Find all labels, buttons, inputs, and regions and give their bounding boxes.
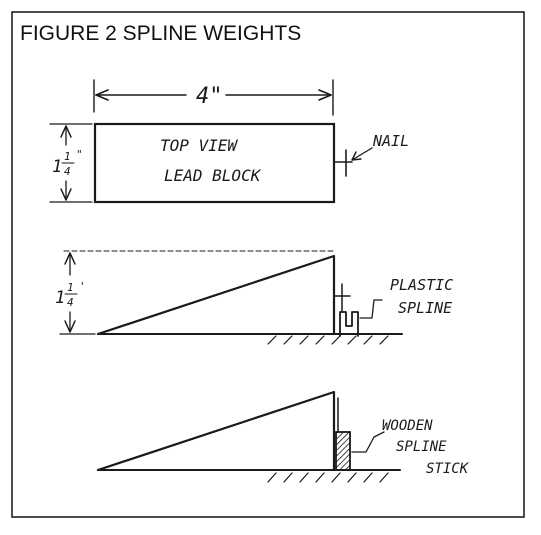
top-height-denominator: 4: [64, 165, 71, 178]
plastic-height-dimension: 1 1 4 ': [55, 252, 96, 335]
figure-frame: [11, 11, 525, 518]
figure-title: FIGURE 2 SPLINE WEIGHTS: [20, 22, 301, 45]
arrow-up-icon: [64, 252, 76, 265]
arrow-down-icon: [60, 188, 72, 201]
top-height-dimension: 1 1 4 ": [49, 123, 93, 203]
wooden-spline-stick-icon: [335, 431, 351, 471]
wooden-label: WOODEN: [382, 418, 433, 434]
plastic-spline-channel-icon: [339, 311, 359, 337]
stick-label: STICK: [426, 461, 470, 477]
plastic-height-whole: 1: [55, 288, 65, 308]
nail-label: NAIL: [372, 132, 409, 150]
plastic-height-inch-mark: ': [79, 280, 86, 293]
arrow-down-icon: [64, 320, 76, 333]
plastic-height-numerator: 1: [67, 281, 74, 294]
nail-pointer-arrow-icon: [351, 151, 362, 161]
plastic-spline-view-group: 1 1 4 ' PLASTIC SPLINE: [55, 250, 453, 345]
top-height-inch-mark: ": [76, 148, 83, 161]
arrow-left-icon: [95, 89, 109, 101]
nail-icon: [333, 147, 373, 177]
top-view-label: TOP VIEW: [160, 136, 238, 155]
top-view-group: 4" TOP VIEW LEAD BLOCK 1 1 4 " NAIL: [49, 79, 409, 204]
arrow-up-icon: [60, 125, 72, 138]
wooden-pointer-line: [351, 431, 385, 453]
plastic-wedge-shape: [96, 254, 336, 336]
width-dimension-label: 4": [196, 84, 223, 109]
plastic-height-denominator: 4: [67, 296, 74, 309]
ground-hatching: [267, 472, 389, 483]
spline-label: SPLINE: [398, 299, 452, 317]
lead-block-label: LEAD BLOCK: [164, 166, 262, 185]
wooden-wedge-shape: [96, 390, 336, 472]
arrow-right-icon: [318, 89, 332, 101]
ground-hatching: [267, 335, 389, 345]
wooden-spline-view-group: WOODEN SPLINE STICK: [96, 390, 470, 483]
plastic-label: PLASTIC: [390, 276, 453, 294]
top-height-numerator: 1: [64, 150, 71, 163]
top-height-whole: 1: [52, 157, 62, 177]
lead-block-rect: [93, 122, 336, 204]
plastic-pointer-line: [359, 299, 383, 319]
width-dimension: 4": [93, 79, 334, 116]
wooden-spline-label: SPLINE: [396, 439, 447, 455]
